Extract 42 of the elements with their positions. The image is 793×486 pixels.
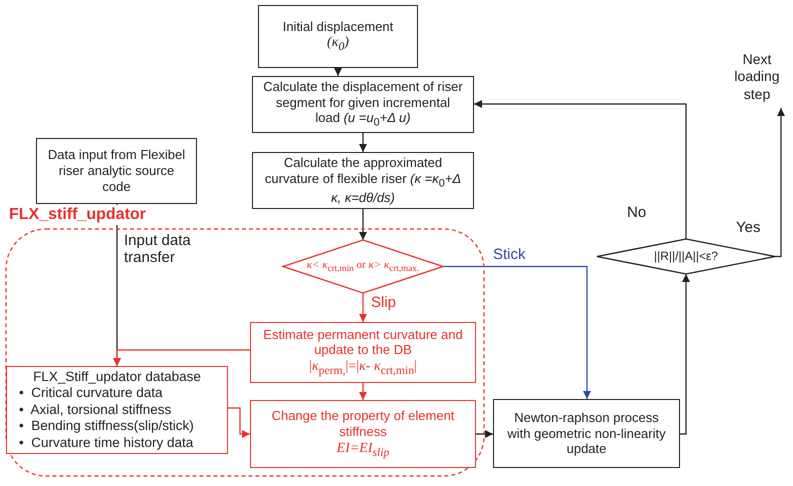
box-text: Initial displacement [282, 18, 394, 34]
database-box [6, 366, 228, 454]
box-text: Estimate permanent curvature and update to the DB [262, 326, 464, 358]
formula-text: EI=EI$_{slip}$ [336, 440, 390, 460]
box-text: Change the property of element stiffness [270, 408, 456, 440]
arrow [359, 383, 367, 400]
process-box [250, 400, 476, 468]
decision-text: ||R||/||A||<ε? [654, 250, 718, 264]
arrow [443, 266, 591, 399]
arrow [359, 209, 367, 240]
step-label: Next loading step [722, 46, 792, 108]
arrow [474, 100, 687, 239]
edge-label: Slip [371, 294, 396, 312]
box-heading: FLX_Stiff_updator database [33, 369, 201, 386]
formula-text: |κ$_{perm,}$|=|κ- κ$_{crt,min}$| [309, 358, 417, 378]
arrow [359, 293, 367, 322]
formula-text: (κ$_{0}$) [327, 34, 349, 54]
process-box [252, 152, 474, 209]
box-text: Data input from Flexibel riser analytic source code [47, 147, 186, 195]
box-text: Calculate the displacement of riser segment for given incremental load (u =u$_{0}$+Δ u) [263, 78, 463, 130]
group-title: FLX_stiff_updator [9, 205, 146, 225]
process-box [258, 5, 418, 68]
process-box [36, 138, 197, 204]
decision-diamond [597, 239, 775, 274]
bullet-item: • Bending stiffness(slip/stick) [18, 418, 194, 435]
process-box [493, 399, 680, 468]
box-text: Newton-raphson process with geometric non-linearity update [506, 410, 667, 458]
bullet-item: • Axial, torsional stiffness [18, 402, 172, 418]
decision-diamond [283, 240, 443, 293]
arrow [680, 274, 690, 435]
box-text: Calculate the approximated curvature of flexible riser (κ =κ$_{0}$+Δ κ, κ=dθ/ds) [264, 154, 462, 206]
arrow [228, 407, 250, 438]
process-box [250, 322, 476, 383]
process-box [252, 76, 474, 133]
arrow [775, 108, 785, 258]
bullet-item: • Curvature time history data [18, 434, 194, 452]
bullet-item: • Critical curvature data [18, 385, 163, 402]
arrow [359, 133, 367, 152]
arrow [113, 349, 250, 366]
decision-text: κ< κ$_{crt,min}$ or κ> κ$_{crt,max.}$ [306, 259, 420, 274]
arrow [476, 430, 493, 438]
arrow [334, 68, 342, 76]
